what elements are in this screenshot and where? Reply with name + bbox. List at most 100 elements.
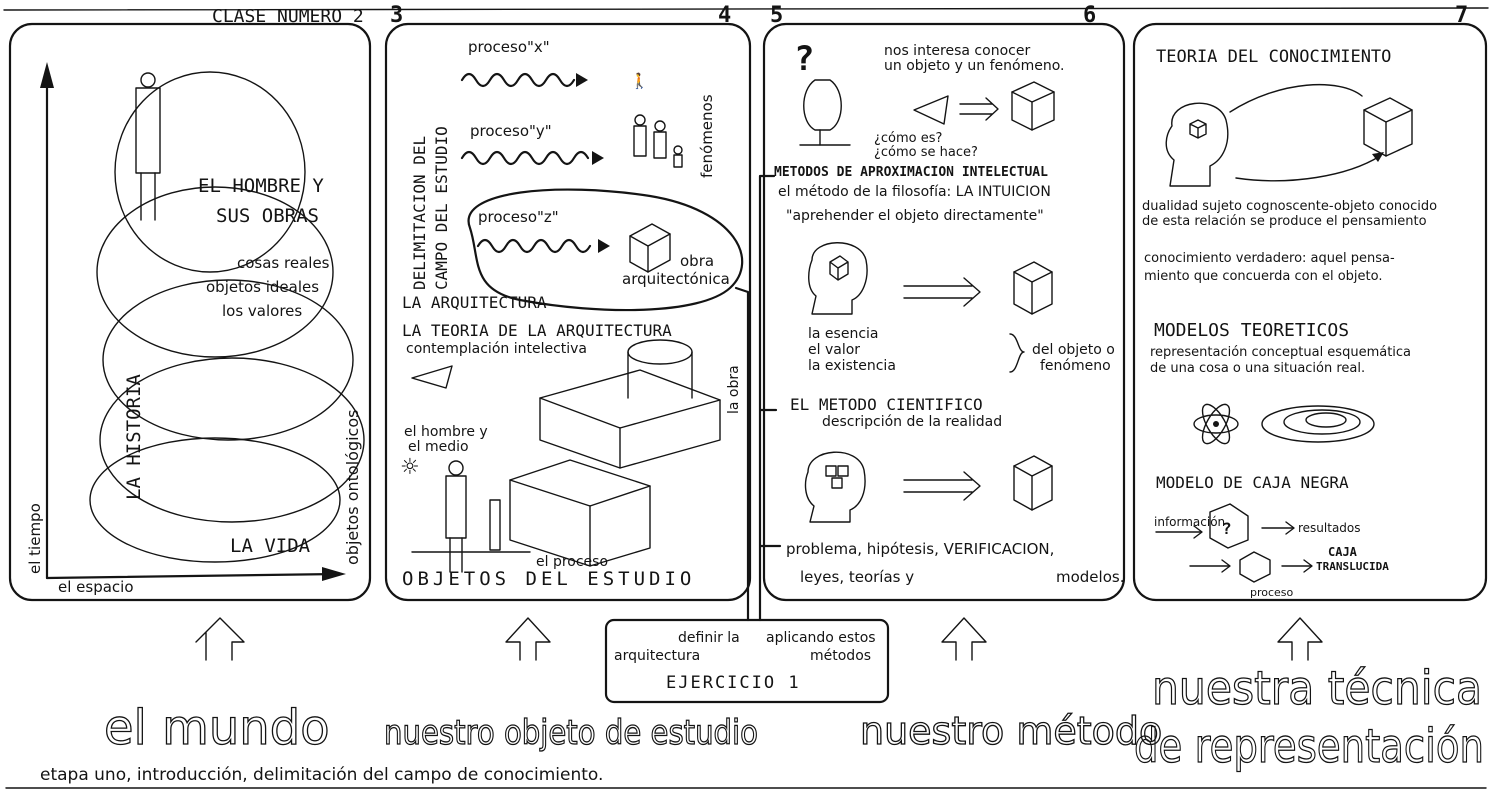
la-obra-label: la obra [726, 365, 742, 414]
proceso-y-label: proceso"y" [470, 122, 552, 140]
verdadero-2: miento que concuerda con el objeto. [1144, 269, 1383, 284]
double-arrow-2 [903, 277, 981, 307]
panel-el-mundo: el tiempo el espacio EL HOMBRE Y SUS OBR… [8, 22, 372, 602]
spiral-galaxy-icon [1261, 405, 1375, 443]
axis-label-time: el tiempo [26, 503, 44, 574]
teoria-conocimiento: TEORIA DEL CONOCIMIENTO [1156, 47, 1391, 67]
head-with-cubes [804, 451, 866, 523]
el-proceso-label: el proceso [536, 554, 608, 570]
cube-3 [1013, 455, 1053, 511]
problema: problema, hipótesis, VERIFICACION, [786, 540, 1054, 558]
contemplacion: contemplación intelectiva [406, 341, 587, 357]
eye-cone [913, 95, 949, 125]
panel-metodo: ? nos interesa conocer un objeto y un fe… [762, 22, 1126, 602]
number-6: 6 [1083, 3, 1096, 28]
verdadero-1: conocimiento verdadero: aquel pensa- [1144, 251, 1395, 266]
esencia-2: el valor [808, 342, 860, 358]
proceso-z-label: proceso"z" [478, 208, 559, 226]
human-figure [135, 72, 161, 221]
number-3: 3 [390, 3, 403, 28]
space-axis-arrowhead [322, 567, 346, 581]
filosofia: el método de la filosofía: LA INTUICION [778, 184, 1051, 200]
definir-1: definir la [678, 630, 740, 646]
bottom-titles: el mundo nuestro objeto de estudio nuest… [5, 660, 1487, 789]
black-box-icon [1209, 503, 1249, 549]
informacion: información [1154, 515, 1225, 529]
la-arquitectura: LA ARQUITECTURA [402, 293, 547, 312]
leyes: leyes, teorías y [800, 568, 914, 586]
thinker-head [799, 79, 851, 146]
clase-numero: CLASE NUMERO 2 [212, 6, 364, 27]
hombre-medio-2: el medio [408, 439, 469, 455]
sun-icon: ☼ [400, 455, 420, 480]
cube-1 [1011, 81, 1055, 131]
process-z-loop [467, 188, 744, 312]
up-arrow-metodo [941, 617, 987, 661]
proceso-x-label: proceso"x" [468, 38, 550, 56]
ejercicio-titulo: EJERCICIO 1 [666, 673, 801, 693]
fenomenos-label: fenómenos [698, 94, 716, 178]
del-objeto-1: del objeto o [1032, 342, 1115, 358]
dualidad-1: dualidad sujeto cognoscente-objeto conoc… [1142, 199, 1437, 214]
number-7: 7 [1455, 3, 1468, 28]
la-historia: LA HISTORIA [123, 374, 145, 500]
number-5: 5 [770, 3, 783, 28]
arrow-in-2 [1189, 559, 1231, 573]
eye-icon [411, 365, 453, 389]
double-arrow-3 [903, 471, 981, 501]
caja-translucida-1: CAJA [1328, 545, 1358, 559]
interesa-line-2: un objeto y un fenómeno. [884, 58, 1064, 74]
wavy-process-y [460, 150, 590, 166]
hombre-line-2: SUS OBRAS [216, 205, 319, 227]
arrow-out-2 [1281, 559, 1313, 573]
objetos-ontologicos: objetos ontológicos [343, 410, 362, 565]
title-objeto-estudio: nuestro objeto de estudio [384, 713, 758, 753]
arrow-out-1 [1261, 521, 1295, 535]
obra-label: obra [680, 252, 714, 270]
hombre-medio-1: el hombre y [404, 424, 488, 440]
la-vida: LA VIDA [230, 535, 311, 557]
up-arrow-mundo [195, 617, 245, 661]
objetos-del-estudio: OBJETOS DEL ESTUDIO [402, 568, 695, 590]
title-tecnica-2: de representación [1134, 719, 1484, 773]
aplicando-2: métodos [810, 648, 871, 664]
modelos-teoreticos: MODELOS TEORETICOS [1154, 320, 1349, 341]
title-tecnica-1: nuestra técnica [1152, 661, 1482, 715]
time-axis-arrowhead [40, 62, 54, 88]
number-4: 4 [718, 3, 731, 28]
etapa-footer: etapa uno, introducción, delimitación de… [40, 765, 603, 785]
aprehender: "aprehender el objeto directamente" [786, 208, 1044, 224]
history-spiral [89, 71, 365, 563]
cube-obra [629, 223, 671, 273]
resultados: resultados [1298, 521, 1361, 535]
question-mark-icon: ? [794, 39, 814, 79]
man-figure [445, 460, 467, 573]
proceso-label: proceso [1250, 586, 1294, 599]
title-metodo: nuestro método [860, 709, 1162, 753]
cosas-line-1: cosas reales [237, 254, 330, 272]
interesa-line-1: nos interesa conocer [884, 43, 1030, 59]
modelos-label: modelos. [1056, 568, 1124, 586]
double-arrow-1 [959, 97, 999, 121]
building-sketch [509, 339, 721, 567]
header: CLASE NUMERO 2 3 4 5 6 7 [3, 3, 1489, 28]
esencia-3: la existencia [808, 358, 896, 374]
black-box-question: ? [1222, 519, 1232, 538]
como-1: ¿cómo es? [874, 131, 942, 146]
up-arrow-tecnica [1277, 617, 1323, 661]
up-arrows [195, 617, 1323, 661]
aplicando-1: aplicando estos [766, 630, 876, 646]
representacion-2: de una cosa o una situación real. [1150, 361, 1365, 376]
wavy-process-x [460, 72, 576, 88]
wavy-process-z [476, 238, 592, 254]
descripcion-realidad: descripción de la realidad [822, 414, 1002, 430]
cosas-line-3: los valores [222, 302, 302, 320]
arquitectonica-label: arquitectónica [622, 270, 730, 288]
arrow-in-1 [1155, 525, 1203, 539]
metodo-cientifico: EL METODO CIENTIFICO [790, 395, 983, 414]
cube-2 [1013, 261, 1053, 315]
up-arrow-objeto [505, 617, 551, 661]
tiny-figures-x: 🚶 [630, 72, 649, 90]
delimitacion-line-1: DELIMITACION DEL [410, 136, 429, 290]
